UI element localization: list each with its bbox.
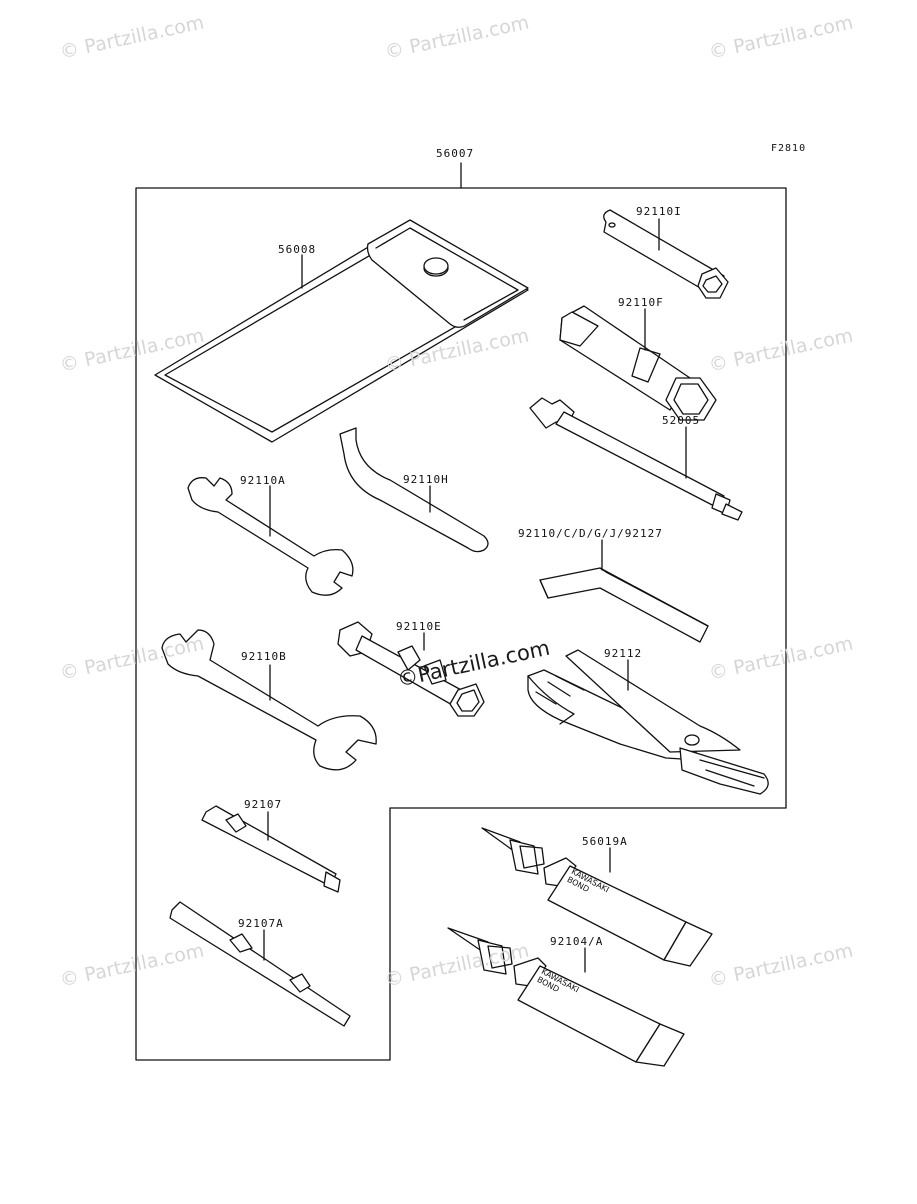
part-label-92110a[interactable]: 92110A [240,474,286,487]
part-label-92110f[interactable]: 92110F [618,296,664,309]
part-label-kit[interactable]: 56007 [436,147,475,160]
box-spanner-e-drawing [337,621,485,717]
bit-92107a-drawing [169,901,351,1027]
box-spanner-i-drawing [603,209,729,299]
wrench-b-drawing [161,629,377,771]
part-label-92110e[interactable]: 92110E [396,620,442,633]
pin-spanner-drawing [339,427,489,553]
part-label-92107[interactable]: 92107 [244,798,283,811]
handle-52005-drawing [529,397,743,521]
part-label-56008[interactable]: 56008 [278,243,317,256]
part-label-92112[interactable]: 92112 [604,647,643,660]
part-label-92110i[interactable]: 92110I [636,205,682,218]
part-label-92107a[interactable]: 92107A [238,917,284,930]
part-label-92104a[interactable]: 92104/A [550,935,604,948]
pliers-drawing [527,649,769,795]
part-label-56019a[interactable]: 56019A [582,835,628,848]
part-label-92110h[interactable]: 92110H [403,473,449,486]
tool-bag-drawing [154,219,529,443]
hex-key-drawing [539,539,709,643]
box-spanner-f-drawing [559,305,717,421]
figure-code: F2810 [771,143,807,154]
part-label-92110-cdgj-92127[interactable]: 92110/C/D/G/J/92127 [518,527,663,540]
bit-92107-drawing [201,805,341,893]
kit-outline [135,187,787,1061]
tube-92104a-drawing [447,927,685,1067]
tube-56019a-drawing [481,827,713,967]
part-label-52005[interactable]: 52005 [662,414,701,427]
part-label-92110b[interactable]: 92110B [241,650,287,663]
wrench-a-drawing [187,477,354,596]
